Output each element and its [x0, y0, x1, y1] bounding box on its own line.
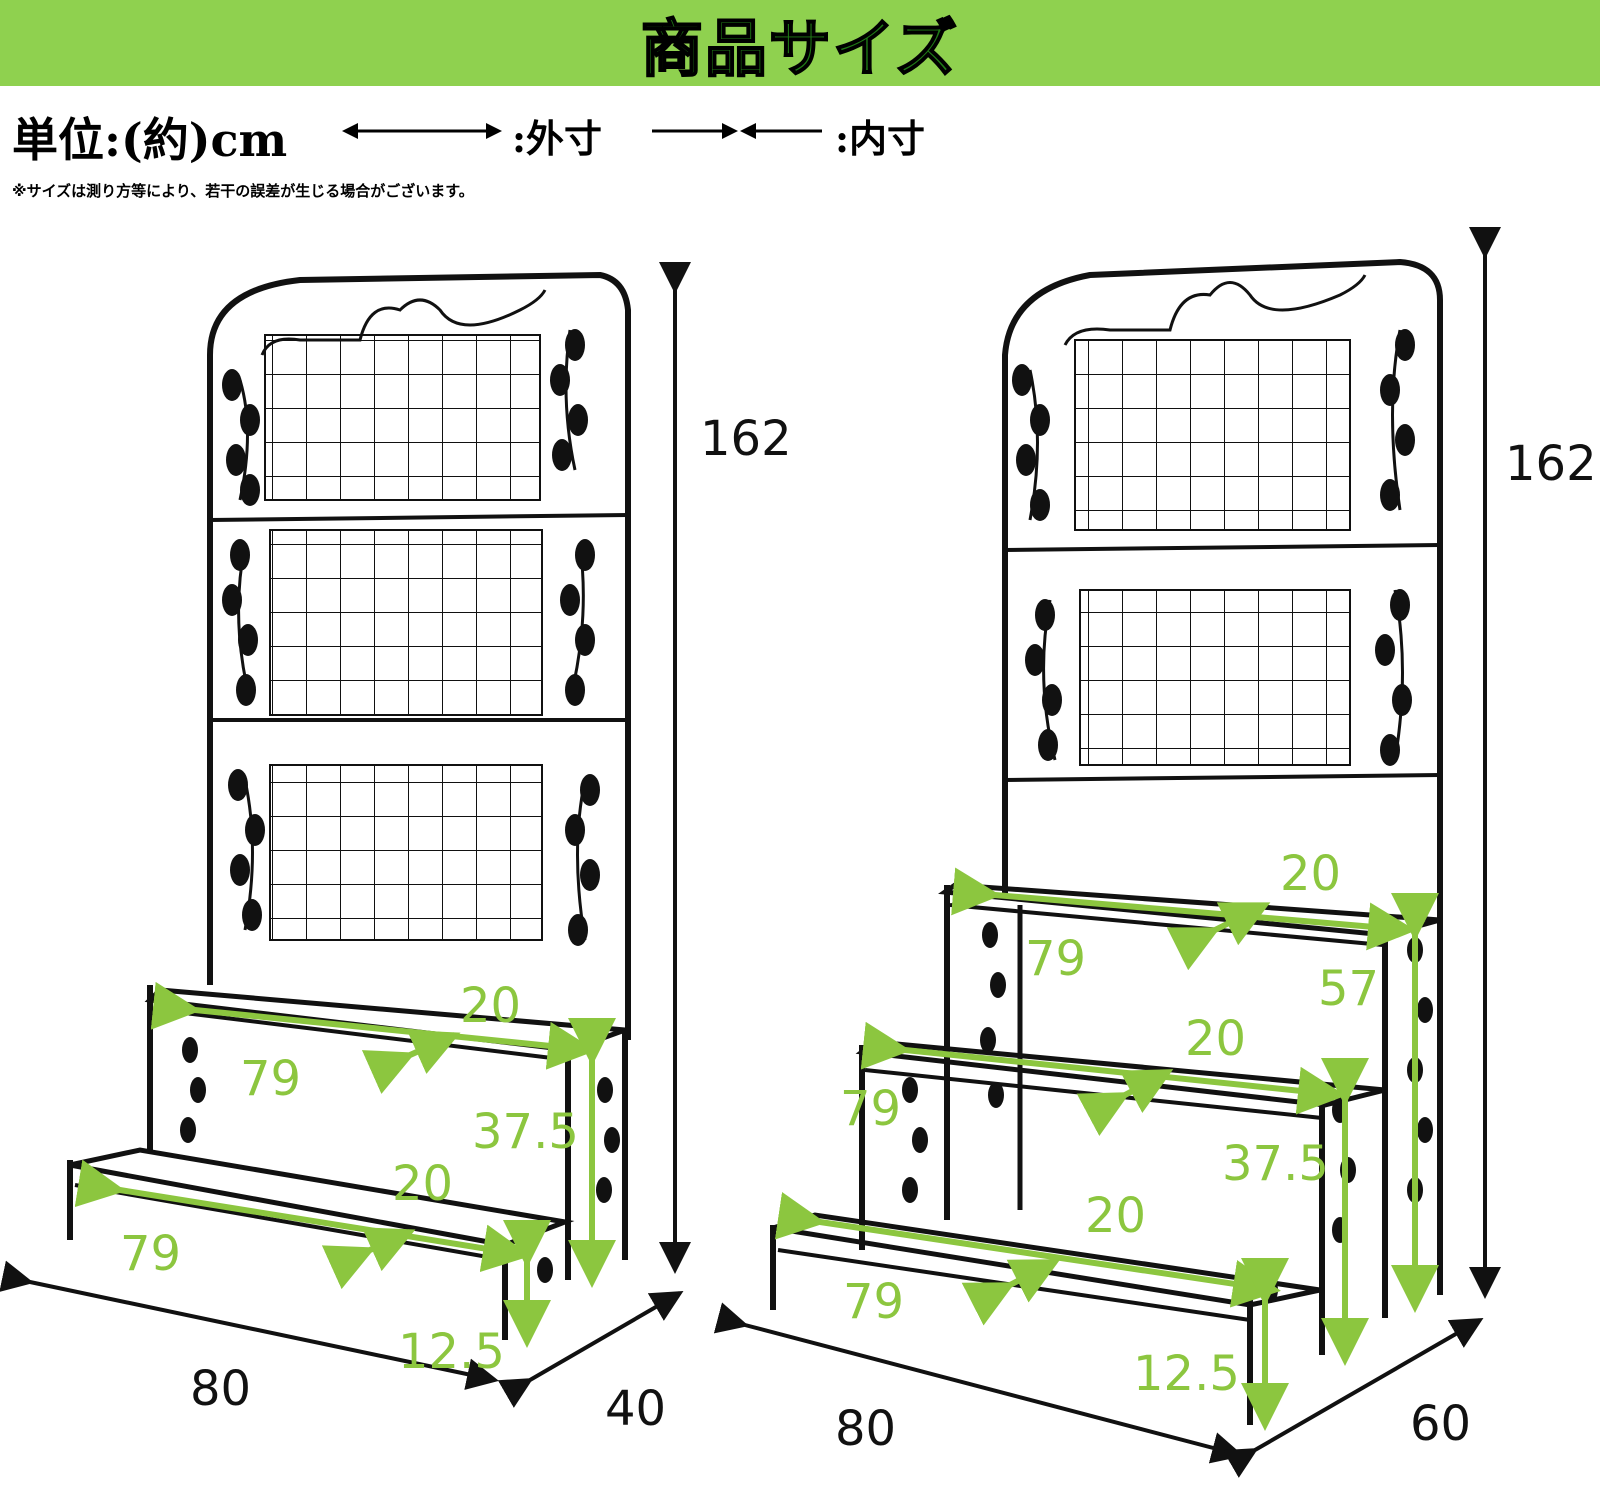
product-left: 162 80 40 20 79 37.5 20 79 12.5	[0, 262, 792, 1437]
left-tier2-width-label: 79	[120, 1226, 181, 1282]
right-grid-panel-1	[1074, 339, 1351, 531]
right-tier1-width-label: 79	[1025, 931, 1086, 987]
left-grid-panel-3	[269, 764, 543, 941]
right-trellis-frame	[1002, 258, 1443, 1295]
legend-row: 単位:(約)cm :外寸 :内寸	[12, 104, 1012, 167]
inner-arrow-icon	[652, 123, 822, 139]
left-tier1-width-label: 79	[240, 1051, 301, 1107]
right-trellis-bar	[1004, 773, 1441, 782]
outer-dimension-label: :外寸	[512, 116, 603, 161]
right-scroll-ornament	[1063, 274, 1367, 346]
outer-arrow-icon	[342, 123, 502, 139]
left-grid-panel-1	[264, 334, 541, 501]
left-height-label: 162	[700, 411, 792, 467]
left-trellis-frame	[207, 271, 631, 1040]
left-tier1-height-label: 37.5	[472, 1104, 579, 1160]
left-depth-arrow	[497, 1290, 684, 1408]
right-inner-dimensions	[774, 867, 1439, 1431]
right-width-arrow	[713, 1302, 1244, 1464]
left-width-arrow	[0, 1260, 499, 1390]
left-width-label: 80	[190, 1361, 251, 1417]
left-depth-label: 40	[605, 1381, 666, 1437]
right-tier3-width-label: 79	[843, 1274, 904, 1330]
title-banner: 商品サイズ	[0, 0, 1600, 86]
right-tier2-height-label: 37.5	[1222, 1136, 1329, 1192]
right-depth-arrow	[1222, 1317, 1484, 1478]
left-grid-panel-2	[269, 529, 543, 716]
left-trellis-bar	[209, 513, 629, 522]
right-grid-panel-2	[1079, 589, 1351, 766]
right-height-label: 162	[1505, 436, 1597, 492]
right-tier3-depth-label: 20	[1085, 1188, 1146, 1244]
right-tier2-depth-label: 20	[1185, 1011, 1246, 1067]
unit-label: 単位:(約)cm	[12, 113, 288, 167]
right-depth-label: 60	[1410, 1396, 1471, 1452]
right-tier3-height-label: 12.5	[1133, 1346, 1240, 1402]
right-trellis-bar	[1004, 543, 1441, 552]
right-width-label: 80	[835, 1401, 896, 1457]
measurement-note: ※サイズは測り方等により、若干の誤差が生じる場合がございます。	[12, 182, 474, 200]
page-title: 商品サイズ	[640, 11, 960, 86]
right-tier1-height-label: 57	[1318, 961, 1379, 1017]
left-inner-dimensions	[74, 981, 616, 1348]
left-tier1-depth-label: 20	[460, 978, 521, 1034]
left-tier2-depth-label: 20	[392, 1156, 453, 1212]
right-tier1-depth-label: 20	[1280, 846, 1341, 902]
inner-dimension-label: :内寸	[835, 116, 926, 161]
right-tier2-width-label: 79	[840, 1081, 901, 1137]
product-right: 162 80 60 20 79 57 20 79 37.5 20 79 12.5	[713, 227, 1597, 1478]
left-tier2-height-label: 12.5	[398, 1324, 505, 1380]
